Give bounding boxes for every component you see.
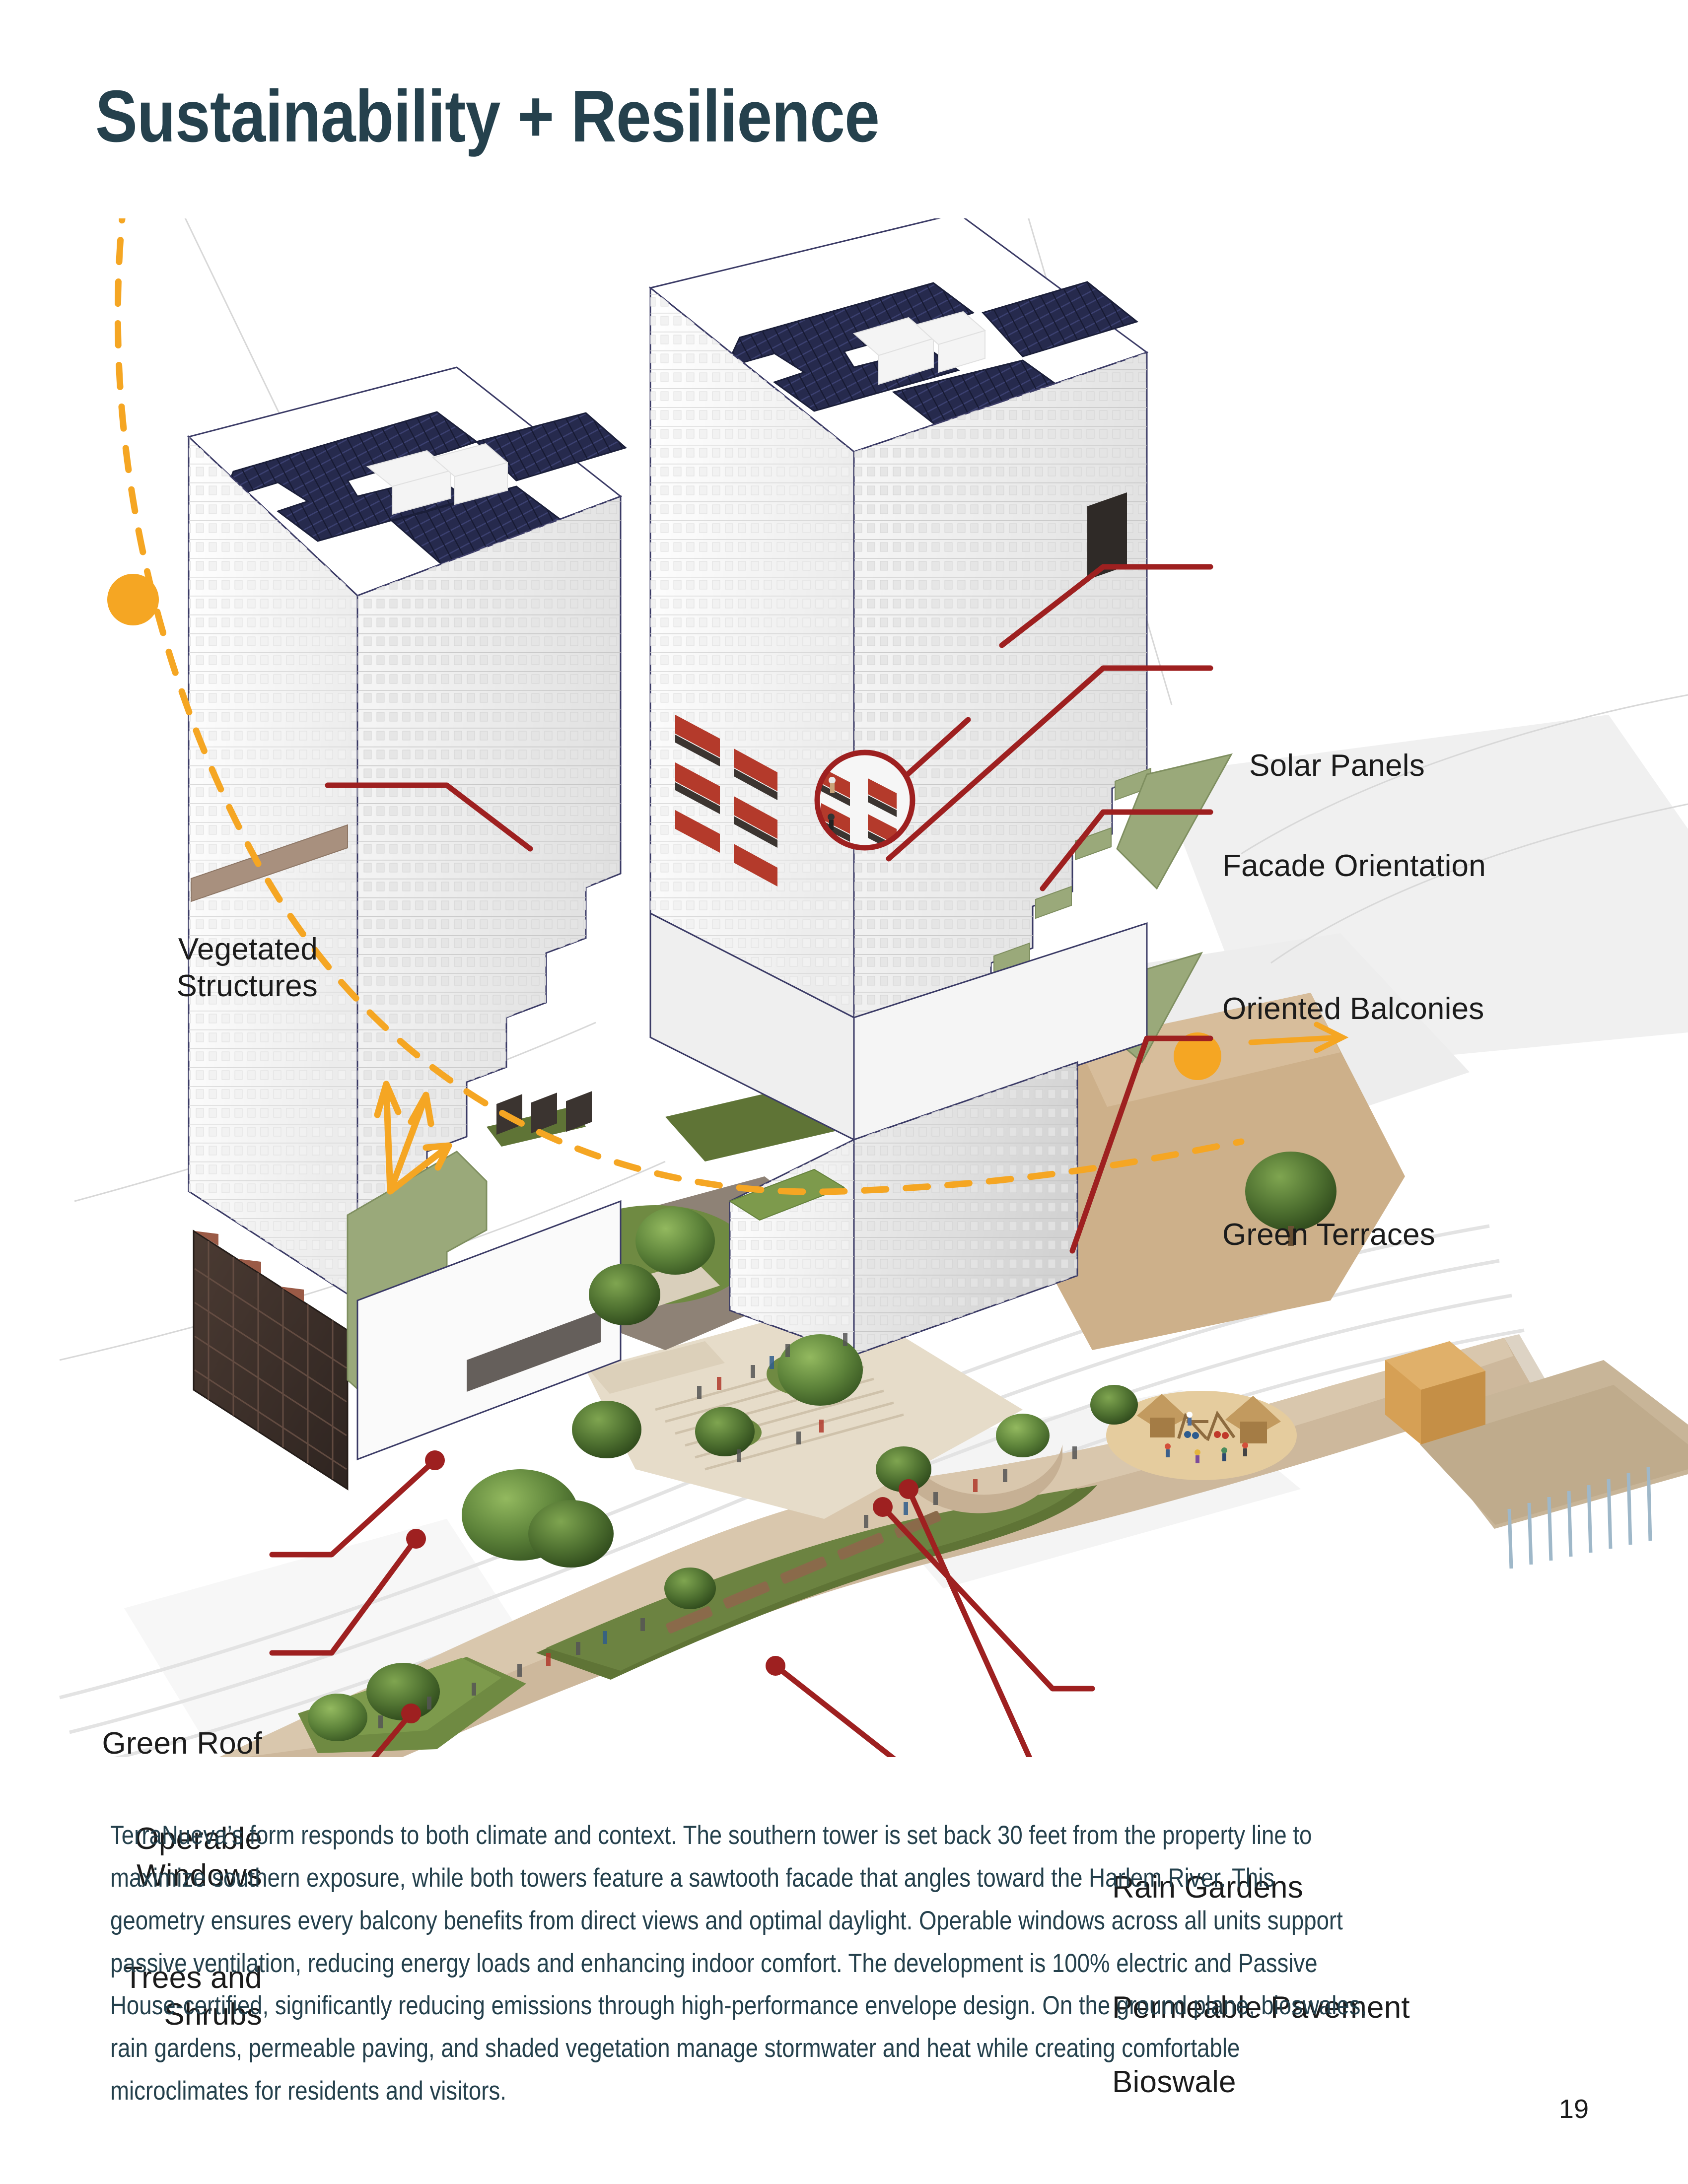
callout-label-green-terraces: Green Terraces bbox=[1222, 1218, 1435, 1252]
callout-label-solar-panels: Solar Panels bbox=[1249, 749, 1425, 783]
page-title: Sustainability + Resilience bbox=[95, 75, 880, 157]
leader-dot-permeable-pavement bbox=[899, 1479, 918, 1499]
sun-path-group bbox=[107, 218, 1349, 1195]
leader-line-permeable-pavement bbox=[906, 1486, 1033, 1757]
curved-overlook bbox=[914, 1444, 1062, 1513]
solar-array-north bbox=[724, 281, 1139, 440]
pier-boardwalk bbox=[1385, 1341, 1688, 1569]
diagram-svg bbox=[59, 218, 1688, 1757]
balcony-detail-circle bbox=[814, 717, 971, 851]
mid-block-buildings bbox=[728, 1061, 1078, 1357]
callout-label-vegetated-structures: Vegetated Structures bbox=[176, 932, 318, 1004]
sun-path-arc bbox=[114, 218, 1245, 1195]
north-tower bbox=[648, 218, 1233, 1141]
callout-label-trees-and-shrubs: Trees and Shrubs bbox=[124, 1961, 262, 2032]
leader-line-oriented-balconies bbox=[1040, 809, 1213, 891]
callout-label-rain-gardens: Rain Gardens bbox=[1112, 1870, 1303, 1905]
leader-line-vegetated-structures bbox=[325, 782, 533, 852]
callout-label-green-roof: Green Roof bbox=[102, 1726, 262, 1761]
leader-line-rain-gardens bbox=[880, 1504, 1095, 1692]
figures-playground bbox=[1165, 1412, 1248, 1463]
leader-line-operable-windows bbox=[269, 1536, 419, 1656]
south-tower bbox=[187, 366, 628, 1491]
leader-dot-trees-and-shrubs bbox=[401, 1704, 421, 1723]
leader-dot-operable-windows bbox=[406, 1529, 426, 1549]
leader-lines bbox=[269, 564, 1213, 1757]
leader-line-trees-and-shrubs bbox=[371, 1710, 414, 1757]
leader-dot-rain-gardens bbox=[873, 1497, 893, 1517]
callout-label-facade-orientation: Facade Orientation bbox=[1222, 849, 1486, 883]
leader-dot-green-roof bbox=[425, 1450, 445, 1470]
red-balconies-north bbox=[675, 715, 777, 887]
body-paragraph: TerraNueva’s form responds to both clima… bbox=[110, 1821, 1367, 2106]
leader-dot-bioswale bbox=[766, 1656, 785, 1676]
leader-line-green-terraces bbox=[1069, 1035, 1213, 1254]
sun-symbol-afternoon bbox=[1174, 1032, 1221, 1080]
trees bbox=[308, 1152, 1336, 1741]
leader-line-facade-orientation bbox=[886, 665, 1213, 862]
figures bbox=[378, 1333, 1077, 1728]
leader-line-bioswale bbox=[773, 1663, 897, 1757]
page-number: 19 bbox=[1558, 2094, 1589, 2124]
playground bbox=[1106, 1391, 1297, 1480]
sun-exit-arrow bbox=[1248, 1022, 1349, 1053]
leader-line-green-roof bbox=[269, 1457, 438, 1558]
callout-label-oriented-balconies: Oriented Balconies bbox=[1222, 992, 1484, 1026]
callout-label-operable-windows: Operable Windows bbox=[135, 1822, 262, 1893]
leader-line-solar-panels bbox=[999, 564, 1213, 648]
sun-symbol-morning bbox=[107, 574, 159, 625]
callout-label-bioswale: Bioswale bbox=[1112, 2065, 1236, 2099]
callout-label-permeable-pavement: Permeable Pavement bbox=[1112, 1990, 1410, 2025]
daylight-arrows bbox=[374, 1081, 452, 1195]
sawtooth-facade bbox=[193, 1229, 349, 1491]
